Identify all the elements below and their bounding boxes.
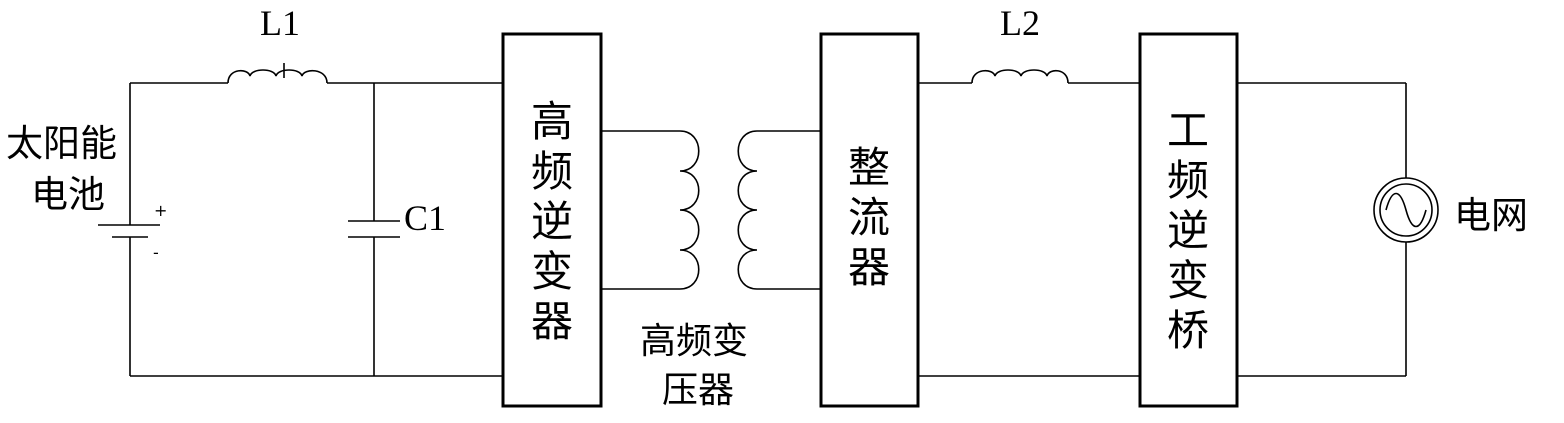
inductor-l1-label: L1 [260, 3, 300, 43]
capacitor-c1-symbol [348, 220, 400, 238]
lf-bridge-char-1: 工 [1167, 106, 1209, 155]
battery-label-line1: 太阳能 [6, 122, 117, 165]
transformer-label-line2: 压器 [662, 370, 734, 411]
lf-bridge-char-5: 桥 [1167, 306, 1209, 355]
lf-bridge-char-4: 变 [1167, 256, 1209, 305]
grid-ac-source-icon [1373, 177, 1439, 243]
lf-bridge-char-3: 逆 [1167, 206, 1209, 255]
line-frequency-inverter-bridge-block [1138, 32, 1239, 408]
hf-inverter-char-4: 变 [531, 247, 573, 296]
rectifier-block [819, 32, 920, 408]
inductor-l2-symbol [971, 69, 1069, 84]
hf-transformer-symbol [601, 130, 821, 290]
lf-bridge-char-2: 频 [1167, 156, 1209, 205]
hf-inverter-char-1: 高 [531, 97, 573, 146]
transformer-label-line1: 高频变 [640, 321, 748, 362]
rectifier-char-1: 整 [848, 143, 890, 192]
high-frequency-inverter-block [501, 32, 603, 408]
middle-wiring [918, 82, 1140, 377]
inductor-l1-symbol [227, 63, 328, 84]
battery-plus-sign: + [154, 201, 167, 220]
left-wiring [129, 82, 503, 377]
capacitor-c1-label: C1 [404, 198, 446, 238]
hf-inverter-char-2: 频 [531, 147, 573, 196]
grid-label: 电网 [1454, 194, 1528, 237]
hf-inverter-char-5: 器 [531, 297, 573, 346]
rectifier-char-3: 器 [848, 243, 890, 292]
hf-inverter-char-3: 逆 [531, 197, 573, 246]
right-wiring [1237, 82, 1407, 377]
battery-symbol: + - [98, 201, 167, 262]
inductor-l2-label: L2 [1000, 3, 1040, 43]
battery-minus-sign: - [153, 243, 159, 262]
battery-label-line2: 电池 [31, 173, 105, 216]
rectifier-char-2: 流 [848, 193, 890, 242]
